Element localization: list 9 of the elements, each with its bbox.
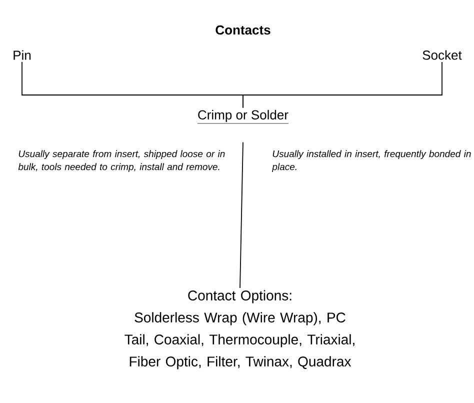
part-label: Pin <box>14 50 31 60</box>
options-text: Contact Options: Solderless Wrap (Wire Wrap), PC Tail, Coaxial, Thermocouple, Triaxial, Fiber Optic, Filter, Twinax, Quadrax <box>124 290 354 370</box>
part-label: Socket <box>422 50 462 60</box>
connector-line <box>240 142 244 288</box>
note-text: Usually installed in insert, frequently bonded in place. <box>272 150 471 172</box>
connector-line <box>242 62 442 108</box>
title: Contacts <box>216 25 270 35</box>
note-text: Usually separate from insert, shipped loose or in bulk, tools needed to crimp, install and remove. <box>18 150 225 172</box>
category-label: Crimp or Solder <box>197 110 289 124</box>
